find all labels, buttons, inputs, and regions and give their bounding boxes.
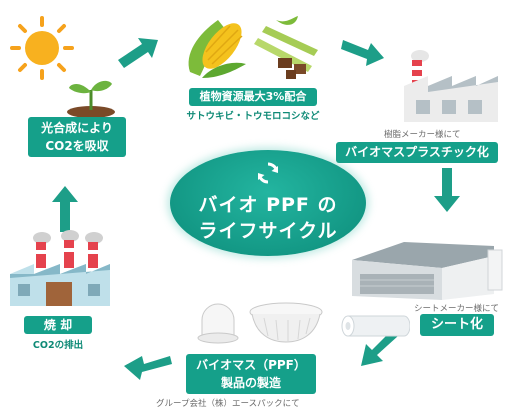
sugarcane-icon [254,16,318,79]
resin-factory-icon [404,50,498,122]
incineration-sub: CO2の排出 [32,340,84,351]
resin-maker-text: 樹脂メーカー様にて [384,130,461,140]
arrow-to-factory [341,40,384,66]
product-maker-text: グループ会社（株）エースパックにて [156,399,300,409]
incineration-factory-icon [10,230,110,306]
bowl-container-icon [249,302,323,343]
dome-lid-icon [197,303,239,344]
recycle-icon [258,162,278,184]
arrow-to-sheet [434,168,460,212]
incineration-label: 焼 却 [24,316,92,334]
sheet-maker-text: シートメーカー様にて [414,304,500,314]
arrow-to-incineration [124,356,172,380]
sheet-roll-icon [341,315,410,337]
sprout-icon [67,80,115,118]
bio-plastic-label: バイオマスプラスチック化 [336,142,498,163]
arrow-to-plants [118,38,158,68]
plant-resources-sub: サトウキビ・トウモロコシなど [186,111,320,122]
product-label-line2: 製品の製造 [220,376,281,390]
arrow-to-photosynthesis [52,186,78,232]
center-title-line2: ライフサイクル [198,220,338,242]
arrow-to-product [361,330,398,366]
photosynthesis-label: 光合成により CO2を吸収 [28,117,126,157]
corn-icon [188,20,246,78]
sheet-factory-icon [352,242,503,300]
product-label: バイオマス（PPF） 製品の製造 [186,354,316,394]
lifecycle-center-oval [170,150,366,256]
center-title-line1: バイオ PPF の [198,194,338,216]
plant-resources-label: 植物資源最大3%配合 [189,88,317,106]
photosynthesis-label-line2: CO2を吸収 [45,139,109,153]
sheet-label: シート化 [420,314,494,336]
product-label-line1: バイオマス（PPF） [196,358,306,372]
sun-icon [10,16,74,80]
photosynthesis-label-line1: 光合成により [41,121,113,135]
